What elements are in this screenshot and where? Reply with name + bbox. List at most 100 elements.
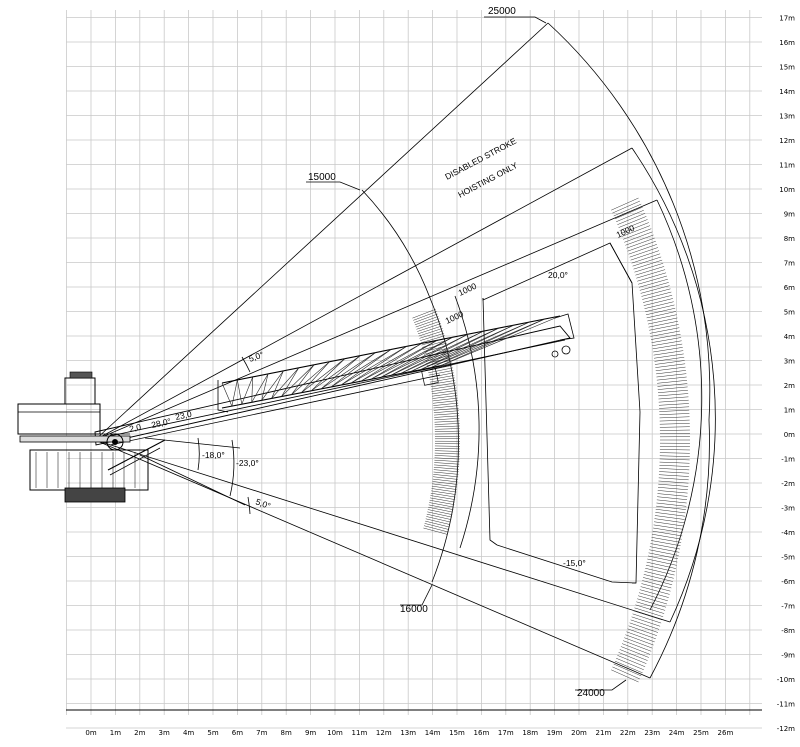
truss-member [237,379,243,405]
belt-line [99,339,566,439]
hatch-stroke [426,516,451,523]
hatch-stroke [655,363,686,368]
hatch-stroke [639,589,669,598]
hatch-stroke [654,521,684,527]
hatch-stroke [630,619,660,630]
hatch-stroke [659,419,690,422]
hatch-stroke [648,552,679,560]
hatch-stroke [630,250,660,261]
arc-angle-18 [197,437,200,471]
hatch-stroke [635,604,665,614]
truss-member [311,355,361,392]
hatch-stroke [659,426,690,428]
hatch-stroke [652,340,682,347]
y-tick-label: 9m [784,211,795,219]
y-tick-label: 11m [779,162,795,170]
undercarriage-detail [35,452,136,488]
x-tick-label: 16m [474,729,490,737]
hatch-stroke [659,416,690,419]
hatch-stroke [434,450,460,452]
dim-25000: 25000 [488,6,516,17]
x-tick-label: 9m [305,729,316,737]
y-tick-label: 5m [784,309,795,317]
hatch-stroke [432,476,458,480]
hatch-stroke [640,586,670,595]
y-tick-label: 8m [784,235,795,243]
hatch-stroke [614,660,643,674]
ray-short-1 [144,437,241,449]
hatch-stroke [432,481,458,485]
hatch-stroke [654,515,685,520]
drive-unit [421,368,439,386]
hatch-stroke [417,325,442,335]
hatch-stroke [626,631,655,643]
hatch-stroke [628,625,657,636]
x-tick-label: 19m [547,729,563,737]
x-tick-label: 7m [256,729,267,737]
slew-ring [64,487,126,503]
hatch-stroke [657,487,688,491]
hatch-stroke [432,478,458,483]
hatch-stroke [659,429,690,431]
hatch-stroke [431,385,456,390]
hatch-stroke [417,323,442,332]
x-tick-label: 26m [718,729,734,737]
truss-member [380,334,468,378]
y-tick-label: 15m [779,64,795,72]
grid [66,10,762,729]
hatch-stroke [611,197,639,211]
hatch-stroke [656,505,686,510]
hatch-stroke [653,350,684,356]
x-tick-label: 5m [207,729,218,737]
hatch-stroke [645,568,675,576]
hatch-stroke [650,330,680,337]
hatch-stroke [659,423,690,425]
hatch-stroke [658,399,689,403]
truss-member [301,358,346,393]
hatch-stroke [432,392,457,397]
hatch-stroke [429,499,455,505]
y-tick-label: 10m [779,186,795,194]
inner-box-left [482,297,498,546]
hatch-stroke [618,216,647,228]
arc-24000 [649,419,710,679]
hatch-stroke [428,504,454,510]
hatch-stroke [418,328,443,337]
working-range [94,16,716,691]
hatch-stroke [617,655,646,667]
hatch-stroke [415,318,440,328]
truss-member [330,349,392,388]
truss-member [439,315,561,367]
hatch-stroke [638,592,668,602]
hatch-stroke [431,490,456,495]
hatch-stroke [420,333,445,341]
y-tick-label: -6m [781,578,795,586]
hatch-stroke [434,415,460,418]
hatch-stroke [619,219,648,231]
hatch-stroke [619,649,648,661]
leader-24000 [575,679,627,691]
hatch-stroke [617,213,646,225]
hatch-stroke [414,316,439,326]
arc-angle-5-top [241,356,251,373]
platform-beam [19,435,131,443]
hatch-stroke [642,291,672,300]
hatch-stroke [429,375,455,381]
y-tick-label: -9m [781,652,795,660]
hatch-stroke [647,317,678,325]
hatch-stroke [659,452,690,454]
y-tick-label: -5m [781,554,795,562]
hatch-stroke [623,228,652,240]
hatch-stroke [433,402,459,406]
hatch-stroke [640,285,670,294]
truss-member [310,358,346,392]
x-tick-label: 8m [281,729,292,737]
x-tick-label: 22m [620,729,636,737]
y-tick-label: 14m [779,88,795,96]
hatch-stroke [646,311,676,319]
hatch-stroke [657,383,688,387]
x-tick-label: 15m [449,729,465,737]
operator-cab [64,377,96,405]
leader-16000 [400,584,433,606]
